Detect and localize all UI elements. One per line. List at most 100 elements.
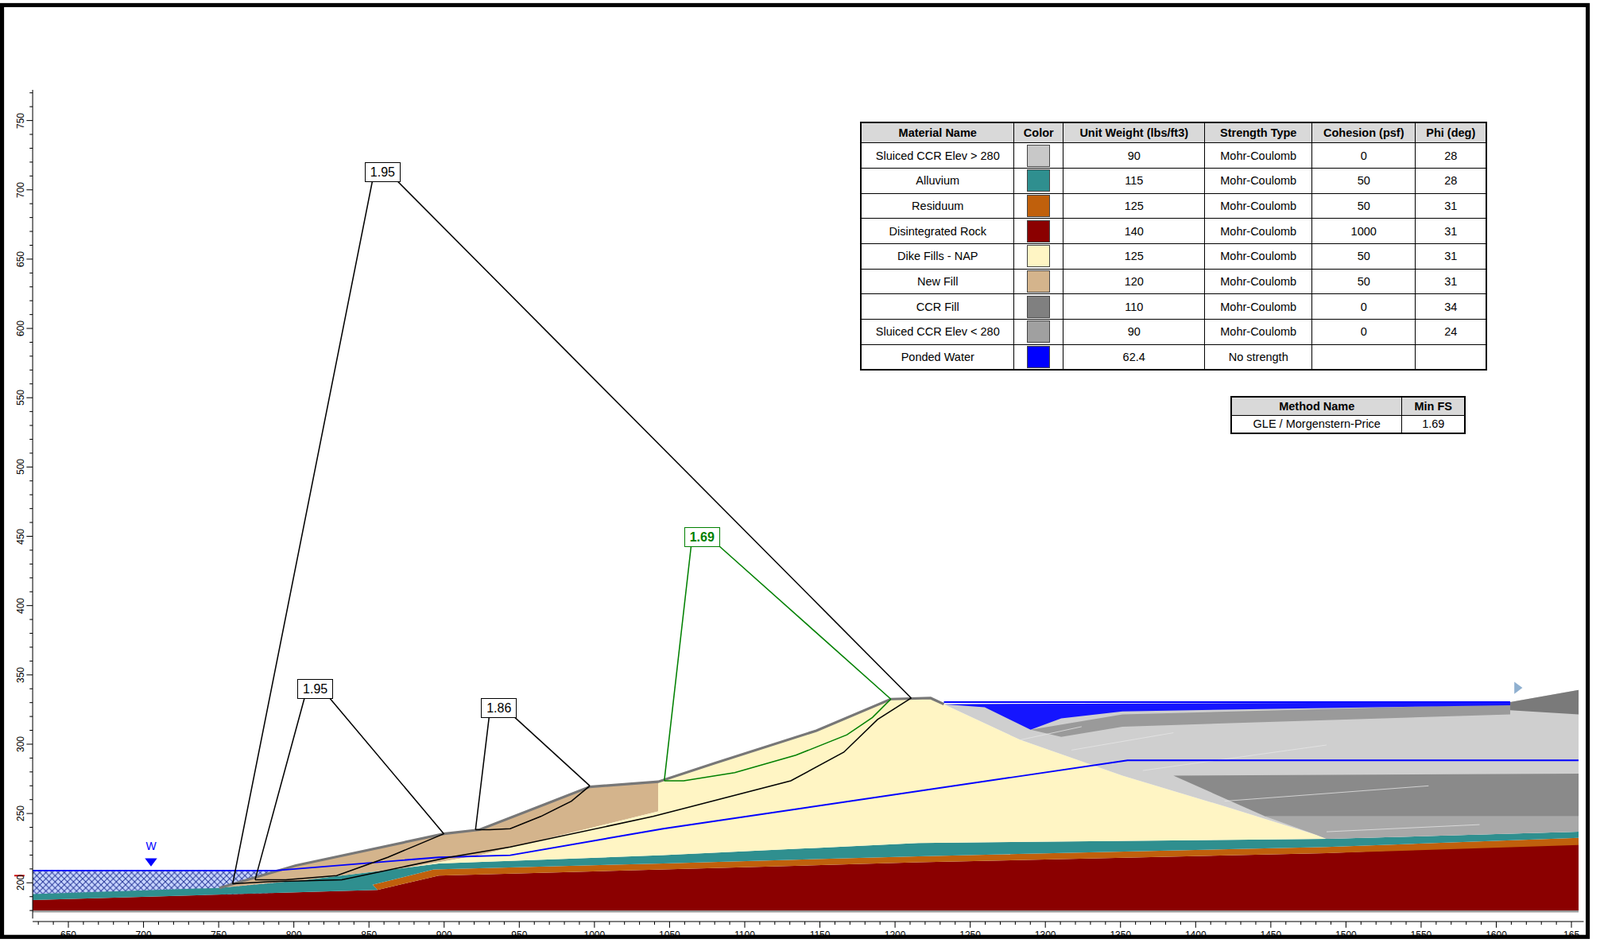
legend-swatch: [1026, 220, 1050, 243]
table-cell: Strength Type: [1220, 126, 1297, 140]
legend-swatch: [1026, 244, 1050, 268]
axis-label: 1050: [658, 929, 681, 941]
legend-swatch: [1026, 320, 1050, 343]
method-cell: GLE / Morgenstern-Price: [1231, 414, 1403, 434]
value-cell: Mohr-Coulomb: [1204, 244, 1313, 270]
sluiced-ccr-lower: [1265, 816, 1579, 839]
table-cell: No strength: [1228, 350, 1289, 364]
legend-text: Dike Fills - NAP: [897, 249, 979, 263]
callout-number: 1.86: [480, 697, 517, 718]
legend-text: CCR Fill: [916, 300, 960, 314]
material-row: Disintegrated Rock140Mohr-Coulomb100031: [860, 218, 1487, 245]
value-cell: 90: [1063, 143, 1205, 169]
value-cell: 24: [1415, 319, 1488, 345]
callout-text: 1.86: [486, 701, 512, 715]
value-cell: 62.4: [1063, 344, 1205, 370]
color-cell: [1014, 218, 1064, 245]
table-cell: Phi (deg): [1425, 126, 1476, 140]
callout-number: 1.69: [684, 526, 721, 547]
value-cell: 0: [1312, 143, 1416, 169]
table-cell: Mohr-Coulomb: [1220, 174, 1297, 187]
value-cell: Mohr-Coulomb: [1204, 268, 1313, 295]
value-cell: Mohr-Coulomb: [1204, 193, 1313, 219]
ccr-top: [1510, 689, 1579, 715]
table-cell: 1000: [1351, 224, 1377, 238]
value-cell: No strength: [1204, 344, 1313, 370]
axis-label: 1550: [1410, 929, 1433, 941]
table-cell: 125: [1124, 249, 1144, 263]
method-row: GLE / Morgenstern-Price1.69: [1231, 414, 1465, 434]
material-row: Ponded Water62.4No strength: [860, 344, 1487, 370]
axis-label: 200: [15, 874, 27, 891]
axis-label: 1450: [1259, 929, 1282, 941]
pool-level: [944, 701, 1511, 703]
value-cell: Mohr-Coulomb: [1204, 167, 1313, 194]
table-cell: Mohr-Coulomb: [1220, 325, 1297, 338]
sluiced-ccr-upper: [944, 689, 1580, 839]
table-header: Method NameMin FS: [1231, 396, 1465, 415]
table-cell: 0: [1360, 300, 1368, 314]
axis-label: 350: [15, 666, 27, 683]
ccr-fill: [1173, 773, 1579, 817]
axis-label: 700: [15, 182, 27, 198]
table-cell: Mohr-Coulomb: [1220, 224, 1297, 238]
axis-label: 750: [210, 929, 227, 941]
table-cell: 24: [1444, 325, 1457, 338]
axis-label: 1200: [884, 929, 907, 941]
axis-label: 800: [286, 929, 303, 941]
value-cell: 50: [1312, 268, 1416, 295]
value-cell: 31: [1415, 268, 1488, 295]
ponded-water: [944, 701, 1511, 730]
table-cell: 90: [1127, 149, 1141, 163]
table-cell: 125: [1124, 199, 1144, 213]
value-cell: 50: [1312, 167, 1416, 194]
table-cell: 140: [1124, 224, 1144, 238]
table-cell: 110: [1124, 300, 1143, 314]
material-row: Dike Fills - NAP125Mohr-Coulomb5031: [860, 244, 1487, 270]
callout-number: 1.95: [364, 162, 401, 183]
value-cell: 0: [1312, 294, 1416, 320]
axis-label: 1000: [584, 929, 606, 941]
table-cell: 50: [1357, 174, 1371, 187]
material-row: CCR Fill110Mohr-Coulomb034: [860, 294, 1487, 320]
table-cell: 0: [1360, 149, 1368, 163]
value-cell: 31: [1415, 218, 1488, 245]
axis-label: 450: [15, 528, 27, 545]
leader-line: [664, 539, 892, 781]
color-cell: [1014, 244, 1064, 270]
legend-text: Alluvium: [915, 174, 960, 187]
axes: [26, 89, 1584, 928]
slip-surface: [255, 833, 445, 880]
material-name: Residuum: [860, 193, 1015, 219]
water-table-label: W: [145, 839, 156, 853]
color-cell: [1014, 344, 1064, 370]
axis-label: 300: [15, 736, 27, 752]
value-cell: 31: [1415, 244, 1488, 270]
axis-label: 1150: [809, 929, 831, 941]
material-row: Residuum125Mohr-Coulomb5031: [860, 193, 1487, 219]
axis-label: 1300: [1034, 929, 1057, 941]
slip-surface: [475, 785, 590, 830]
legend-text: Sluiced CCR Elev < 280: [875, 325, 1000, 338]
header-cell: Strength Type: [1204, 122, 1313, 144]
table-cell: 31: [1444, 199, 1457, 213]
axis-label: 1100: [734, 929, 756, 941]
value-cell: 140: [1063, 218, 1205, 245]
material-name: Alluvium: [860, 167, 1015, 194]
value-cell: 125: [1063, 193, 1205, 219]
table-cell: 28: [1444, 149, 1457, 163]
table-cell: Unit Weight (lbs/ft3): [1079, 126, 1189, 140]
value-cell: 34: [1415, 294, 1488, 320]
value-cell: [1415, 344, 1488, 370]
method-cell: Method Name: [1231, 396, 1403, 415]
axis-label: 1500: [1335, 929, 1357, 941]
material-row: Sluiced CCR Elev < 28090Mohr-Coulomb024: [860, 319, 1487, 345]
header-cell: Phi (deg): [1415, 122, 1488, 144]
table-cell: Color: [1023, 126, 1054, 140]
material-row: New Fill120Mohr-Coulomb5031: [860, 268, 1487, 295]
table-cell: 28: [1444, 174, 1457, 187]
axis-label: 400: [15, 597, 27, 614]
axis-label: 750: [15, 112, 27, 129]
section-base: [32, 910, 1579, 913]
header-cell: Material Name: [860, 122, 1015, 144]
